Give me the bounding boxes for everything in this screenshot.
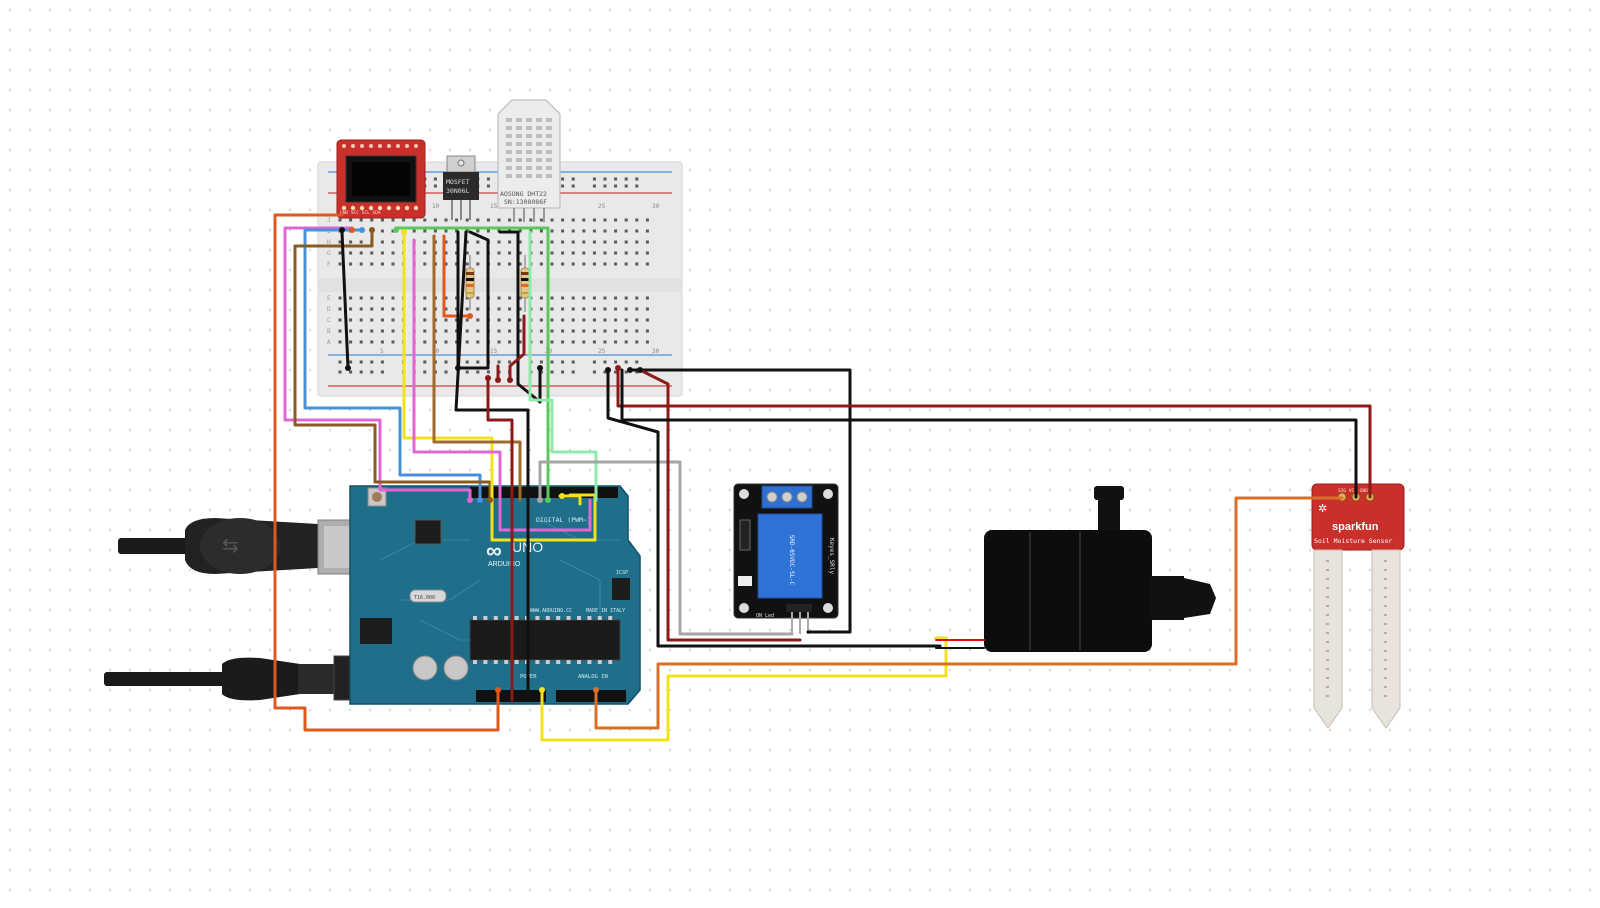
usb-cable[interactable]: ⇆ [118,518,363,575]
svg-text:G: G [327,250,331,257]
svg-text:10: 10 [432,203,440,210]
arduino-website: WWW.ARDUINO.CC [530,608,572,614]
oled-pin-labels: GND VCC SCL SDA [340,210,381,216]
svg-text:B: B [327,328,331,335]
svg-text:C: C [327,317,331,324]
oled-header-dots [341,144,419,211]
atmega-chip [469,619,621,661]
wire-brown[interactable] [293,230,492,502]
wire-yellow-pump[interactable] [540,636,948,742]
mosfet-transistor[interactable]: MOSFET 30N06L [443,155,479,220]
wire-red-1[interactable] [486,376,514,702]
mosfet-label-1: MOSFET [446,178,470,186]
wire-black-soil-gnd[interactable] [620,368,1358,499]
digital-header [470,487,618,498]
dc-power-cable[interactable] [104,655,375,701]
svg-text:A: A [327,339,331,346]
wire-black-1[interactable] [456,230,490,370]
wire-red-relay[interactable] [638,368,802,642]
relay-coil-label: SRD-05VDC-SL-C [788,535,795,586]
wire-endpoints [339,227,643,693]
relay-module-name: Keyes_SRly [828,538,835,575]
usb-icon: ⇆ [222,535,239,557]
water-pump[interactable] [984,486,1216,652]
svg-text:5: 5 [380,348,384,355]
arduino-brand: ARDUINO [488,561,521,568]
chip-pins [473,616,613,664]
gear-icon: ✲ [1318,503,1327,515]
wire-orange-soil-sig[interactable] [594,496,1344,730]
wire-lightgreen[interactable] [528,230,598,502]
dht22-sensor[interactable]: AOSONG DHT22 SN:1308086F [497,99,561,222]
svg-text:10: 10 [432,348,440,355]
icsp-header-2 [414,519,442,545]
relay-led-label: ON Led [756,613,774,619]
probe-marks [1326,560,1387,697]
icsp-label: ICSP [616,570,628,576]
resistor-1[interactable] [465,255,475,310]
made-in-label: MADE IN ITALY [586,608,625,614]
wire-blue[interactable] [303,228,482,502]
mosfet-label-2: 30N06L [446,187,470,195]
wire-green[interactable] [394,226,550,502]
voltage-regulator [360,618,392,644]
svg-text:F: F [327,261,331,268]
wires[interactable] [273,213,1372,742]
svg-text:30: 30 [652,348,660,355]
digital-label: DIGITAL (PWM~) [536,516,591,524]
wire-black-relay-2[interactable] [606,368,942,648]
svg-text:D: D [327,306,331,313]
wire-black-relay-gnd[interactable] [628,368,852,634]
soil-moisture-sensor[interactable]: SIG VCC GND ✲ sparkfun Soil Moisture Sen… [1311,483,1405,729]
capacitor-2 [443,655,469,681]
wire-black-2[interactable] [454,230,530,702]
svg-text:25: 25 [598,348,606,355]
wire-pink[interactable] [283,226,472,502]
wire-yellow-oled[interactable] [402,230,597,542]
svg-text:15: 15 [490,203,498,210]
icsp-header [612,578,630,600]
crystal-label: T16.000 [414,595,435,601]
svg-text:30: 30 [652,203,660,210]
svg-text:E: E [327,295,331,302]
relay-module[interactable]: SRD-05VDC-SL-C Keyes_SRly ON Led [733,483,839,634]
wire-red-soil-vcc[interactable] [616,366,1372,499]
wire-red-2[interactable] [508,314,526,382]
wire-orange-vcc[interactable] [273,213,500,732]
wire-pink-2[interactable] [412,238,592,532]
analog-header [556,690,626,702]
wire-black-3[interactable] [498,230,542,404]
analog-label: ANALOG IN [578,674,608,680]
crystal [409,589,447,603]
soil-sensor-title: Soil Moisture Sensor [1314,537,1392,545]
svg-text:15: 15 [490,348,498,355]
dht22-label-1: AOSONG DHT22 [500,190,547,198]
svg-text:H: H [327,239,331,246]
svg-text:J: J [327,217,331,224]
wire-black-gnd-rail[interactable] [340,230,350,370]
wire-brown-2[interactable] [432,234,522,502]
arduino-logo: ∞ [486,538,502,563]
soil-sensor-pin-labels: SIG VCC GND [1338,488,1368,494]
soil-sensor-brand: sparkfun [1332,521,1379,533]
capacitor-1 [412,655,438,681]
dht22-vent-grid [506,118,552,178]
wire-yellow-short[interactable] [558,494,582,506]
wire-gray[interactable] [538,460,794,636]
oled-display-module[interactable]: GND VCC SCL SDA [336,139,426,219]
dht22-label-2: SN:1308086F [504,198,547,206]
relay-coil-box [757,513,823,599]
svg-text:25: 25 [598,203,606,210]
